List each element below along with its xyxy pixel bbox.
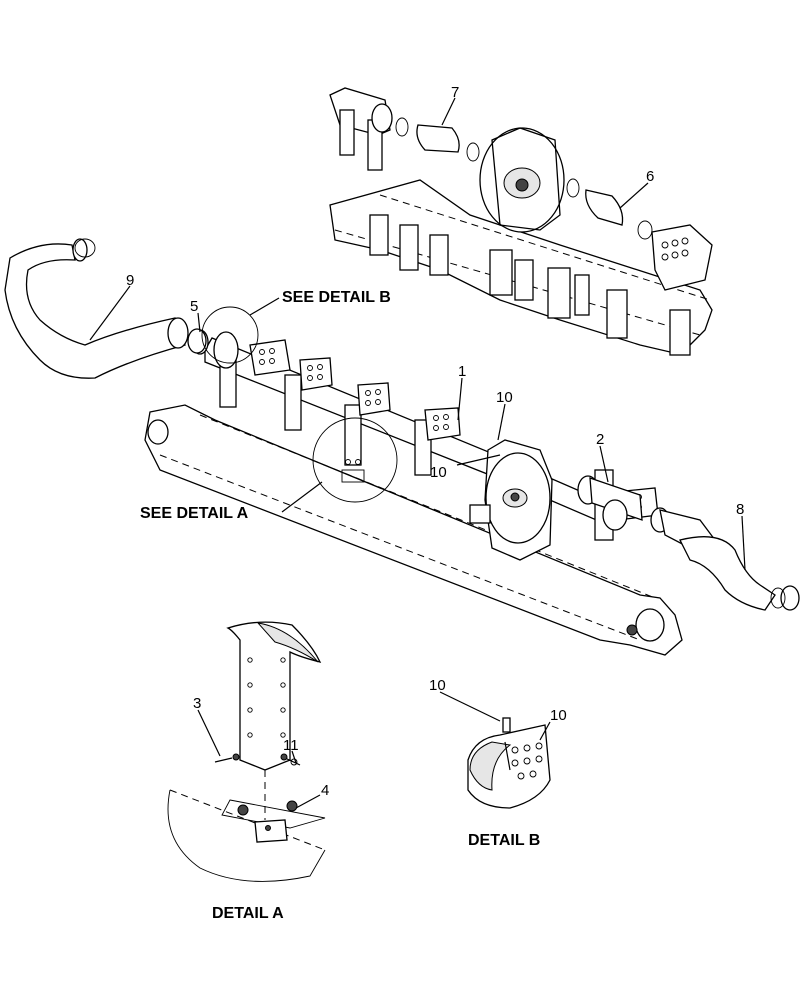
main-frame-assembly xyxy=(144,328,800,656)
detail-b-marker xyxy=(201,306,259,364)
callout-10-detail-b-right: 10 xyxy=(550,707,567,724)
callout-5: 5 xyxy=(190,298,198,315)
callout-11: 11 xyxy=(283,737,299,754)
callout-10-lower: 10 xyxy=(430,464,447,481)
callout-6: 6 xyxy=(646,168,654,185)
callout-9: 9 xyxy=(126,272,134,289)
detail-b-view xyxy=(467,717,551,809)
hose-9 xyxy=(4,238,189,379)
callout-4: 4 xyxy=(321,782,329,799)
upper-frame-assembly xyxy=(329,87,713,356)
callout-10-detail-b-left: 10 xyxy=(429,677,446,694)
callout-3: 3 xyxy=(193,695,201,712)
detail-b-caption: DETAIL B xyxy=(468,832,540,849)
callout-8: 8 xyxy=(736,501,744,518)
callout-7: 7 xyxy=(451,84,459,101)
callout-1: 1 xyxy=(458,363,466,380)
detail-a-caption: DETAIL A xyxy=(212,905,284,922)
callout-2: 2 xyxy=(596,431,604,448)
detail-a-view xyxy=(167,621,326,882)
leader-lines xyxy=(89,97,746,809)
see-detail-b-label: SEE DETAIL B xyxy=(282,289,391,306)
detail-a-marker xyxy=(312,417,398,503)
callout-10-upper: 10 xyxy=(496,389,513,406)
see-detail-a-label: SEE DETAIL A xyxy=(140,505,249,522)
